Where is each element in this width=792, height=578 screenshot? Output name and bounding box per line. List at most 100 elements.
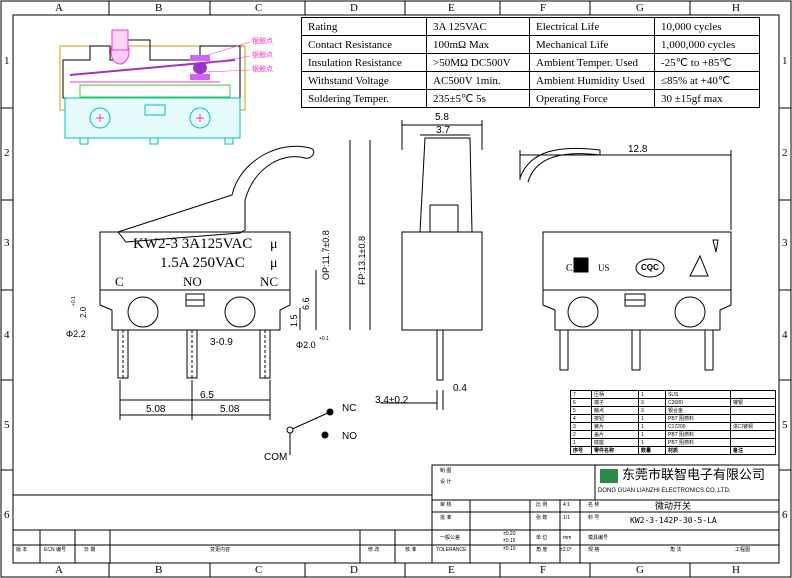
switch-schematic [286, 408, 334, 455]
bom-cell: 5 [570, 406, 592, 415]
bom-cell: PBT 阻燃料 [665, 438, 731, 447]
bom-cell: 银合金 [665, 406, 731, 415]
bom-cell [730, 390, 776, 399]
bom-cell: 镀银 [730, 398, 776, 407]
col-label: C [255, 2, 263, 14]
tb-unit: 单 位 [536, 535, 548, 541]
spec-value: 30 ±15gf max [654, 89, 760, 108]
marking-line-2: 1.5A 250VAC [160, 255, 245, 271]
row-label: 4 [782, 329, 788, 341]
row-label: 6 [782, 509, 788, 521]
tb-design: 设 计 [440, 479, 452, 485]
company-logo [600, 469, 618, 483]
tb-general: 一般公差 [440, 535, 461, 541]
bom-header: 序号零件名称数量材质备注 [570, 446, 776, 455]
dim-15: 1.5 [289, 314, 299, 327]
cert-c: C [566, 263, 573, 274]
col-label: H [732, 2, 740, 14]
tb-dwg: 工程图 [735, 547, 751, 553]
terminal-no: NO [183, 274, 202, 289]
col-label: G [636, 564, 644, 576]
part-name: 微动开关 [655, 501, 692, 511]
bom-cell [730, 414, 776, 423]
row-label: 1 [4, 55, 10, 67]
tb-tol-angle: ±3.0° [560, 547, 572, 553]
tb-angles: 角 度 [536, 547, 548, 553]
bom-cell: 1 [638, 422, 666, 431]
spec-value: -25℃ to +85℃ [654, 53, 760, 72]
tb-model: 模具编号 [588, 535, 609, 541]
bom-cell [730, 430, 776, 439]
spec-label: Ambient Temper. Used [529, 53, 655, 72]
dim-65: 6.5 [200, 390, 214, 401]
spec-value: 10,000 cycles [654, 17, 760, 36]
spec-label: Electrical Life [529, 17, 655, 36]
bom-cell: C2680 [665, 398, 731, 407]
spec-value: 3A 125VAC [426, 17, 530, 36]
bom-cell: 底座 [591, 438, 639, 447]
dim-20: 2.0 [79, 306, 88, 318]
dim-22: Φ2.2 [66, 329, 86, 339]
spec-label: Withstand Voltage [301, 71, 427, 90]
side-view [380, 120, 483, 410]
bom-cell: SUS [665, 390, 731, 399]
cert-us: US [598, 263, 610, 273]
dim-508a: 5.08 [146, 404, 166, 415]
bom-cell [730, 438, 776, 447]
spec-label: Insulation Resistance [301, 53, 427, 72]
spec-value: 1,000,000 cycles [654, 35, 760, 54]
tb-scale: 比 例 [536, 502, 548, 508]
row-label: 5 [782, 419, 788, 431]
bom-cell: 1 [638, 390, 666, 399]
bom-cell: 1 [570, 438, 592, 447]
spec-value: AC500V 1min. [426, 71, 530, 90]
tb-tol-1: ±0.20 [503, 531, 516, 537]
tb-tolerance: TOLERANCE [436, 547, 467, 553]
schematic-com: COM [264, 452, 288, 463]
tb-unit-value: mm [563, 535, 572, 541]
bom-cell: 1 [638, 414, 666, 423]
tb-sheet-value: 1/1 [563, 515, 570, 521]
tb-tol-3: ±0.10 [503, 546, 516, 552]
bom-cell: 6 [570, 398, 592, 407]
bom-cell: 1 [638, 438, 666, 447]
row-label: 3 [4, 237, 10, 249]
bom-cell: 4 [570, 414, 592, 423]
bom-cell: 3 [570, 422, 592, 431]
bom-cell [730, 406, 776, 415]
tb-drawn: 制 图 [440, 468, 452, 474]
row-label: 5 [4, 419, 10, 431]
bom-cell: 按钮 [591, 414, 639, 423]
dim-37: 3.7 [436, 125, 450, 136]
bom-header-cell: 备注 [730, 446, 776, 455]
col-label: B [155, 564, 163, 576]
contact-label: 银触点 [252, 52, 273, 59]
bom-header-cell: 零件名称 [591, 446, 639, 455]
col-label: B [155, 2, 163, 14]
bom-header-cell: 序号 [570, 446, 592, 455]
rev-header: 版 本 [16, 547, 28, 553]
spec-label: Operating Force [529, 89, 655, 108]
tb-no: 料 号 [588, 515, 600, 521]
tb-tol-2: ±0.15 [503, 538, 516, 544]
contact-label: 银触点 [252, 38, 273, 45]
bom-cell: 触点 [591, 406, 639, 415]
spec-value: ≤85% at +40℃ [654, 71, 760, 90]
front-view [99, 140, 371, 420]
tb-name: 名 称 [588, 502, 600, 508]
bom-cell: PBT 阻燃料 [665, 414, 731, 423]
tb-sheet: 张 数 [536, 515, 548, 521]
dim-fp: FP:13.1±0.8 [357, 236, 367, 285]
dim-66: 6.6 [301, 297, 311, 310]
bom-cell: 7 [570, 390, 592, 399]
col-label: F [540, 564, 547, 576]
dim-pin: 3-0.9 [210, 337, 233, 348]
